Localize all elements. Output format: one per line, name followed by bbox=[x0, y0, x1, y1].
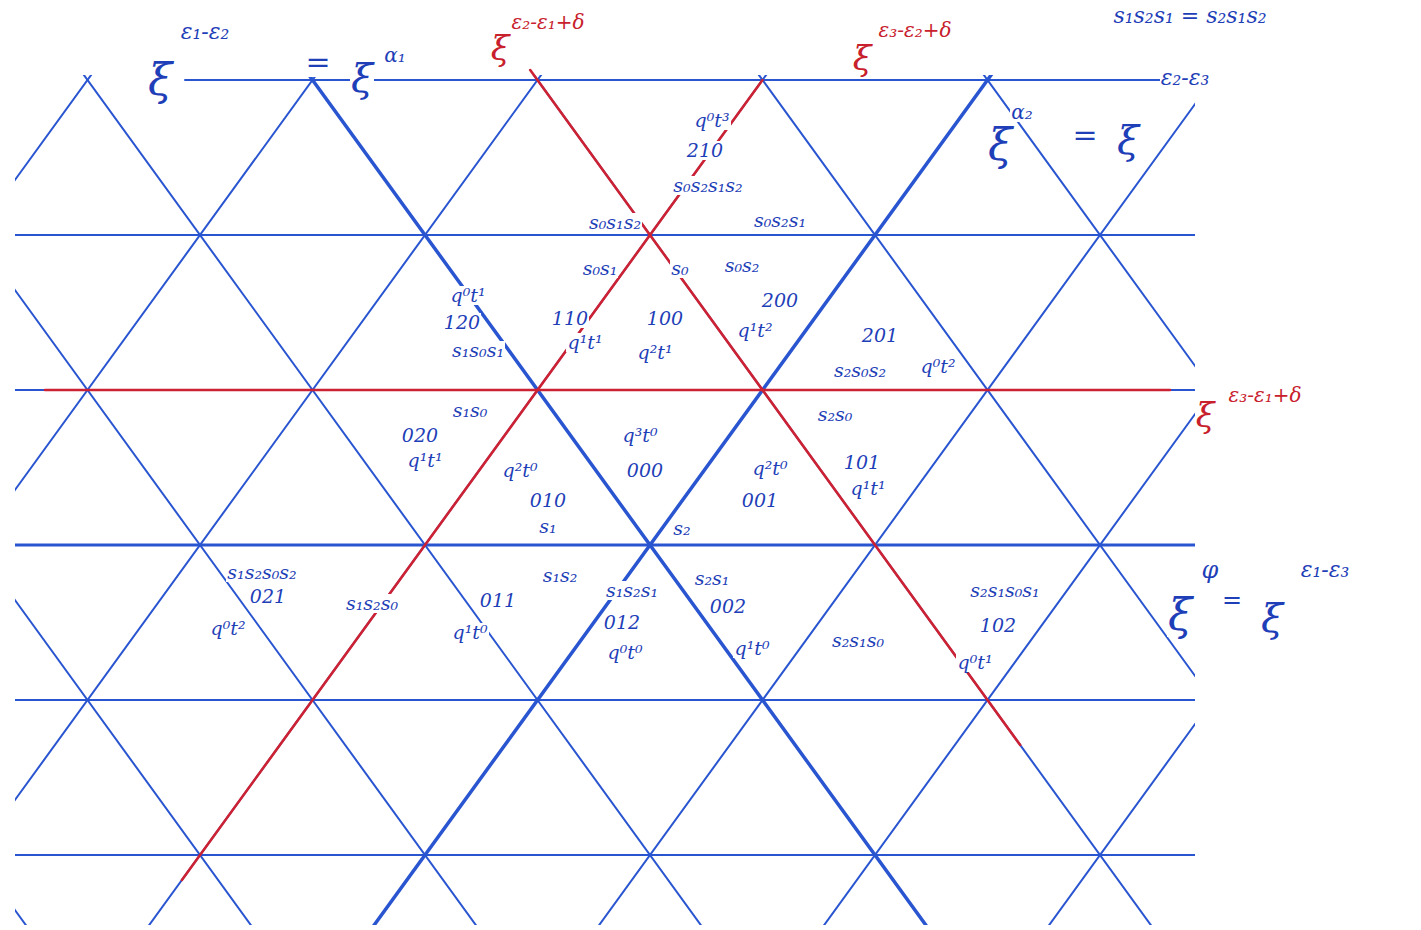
math-label: s₀s₂ bbox=[724, 256, 761, 275]
math-label: q¹t⁰ bbox=[451, 623, 488, 642]
math-label: ε₂-ε₁+δ bbox=[510, 12, 585, 32]
math-label: ε₃-ε₁+δ bbox=[1227, 385, 1302, 405]
math-label: s₁s₂s₀ bbox=[345, 594, 399, 613]
math-label: ξ bbox=[1260, 598, 1284, 638]
math-label: 102 bbox=[979, 616, 1017, 635]
math-label: 012 bbox=[603, 613, 641, 632]
math-label: s₀ bbox=[670, 259, 689, 278]
math-label: s₀s₂s₁s₂ bbox=[672, 176, 743, 195]
math-label: 120 bbox=[443, 313, 481, 332]
math-label: 011 bbox=[479, 591, 517, 610]
lattice-lines bbox=[15, 75, 1195, 925]
math-label: s₁s₀s₁ bbox=[451, 341, 505, 360]
math-label: = bbox=[1221, 588, 1243, 612]
math-label: q¹t² bbox=[736, 321, 773, 340]
math-label: q⁰t⁰ bbox=[606, 643, 643, 662]
math-label: 110 bbox=[551, 309, 589, 328]
math-label: s₂s₀ bbox=[817, 405, 854, 424]
math-label: s₁s₂ bbox=[542, 566, 579, 585]
math-label: q²t¹ bbox=[636, 343, 673, 362]
math-label: ξ bbox=[852, 41, 873, 75]
math-label: ε₁-ε₃ bbox=[1300, 559, 1351, 581]
math-label: ξ bbox=[1116, 120, 1140, 160]
math-label: s₂s₁ bbox=[694, 569, 731, 588]
math-label: 201 bbox=[861, 326, 899, 345]
math-label: s₀s₂s₁ bbox=[753, 211, 807, 230]
math-label: 002 bbox=[709, 597, 747, 616]
math-label: s₂s₀s₂ bbox=[833, 361, 887, 380]
math-label: 200 bbox=[761, 291, 799, 310]
math-label: q²t⁰ bbox=[751, 459, 788, 478]
math-label: ε₃-ε₂+δ bbox=[877, 20, 952, 40]
math-label: ε₂-ε₃ bbox=[1160, 67, 1211, 89]
math-label: q³t⁰ bbox=[621, 426, 658, 445]
math-label: φ bbox=[1201, 558, 1220, 582]
math-label: 100 bbox=[646, 309, 684, 328]
math-label: q²t⁰ bbox=[501, 461, 538, 480]
math-label: s₁s₂s₀s₂ bbox=[226, 563, 297, 582]
math-label: ξ bbox=[987, 123, 1013, 167]
math-label: s₁s₀ bbox=[452, 401, 489, 420]
math-label: q⁰t¹ bbox=[956, 653, 993, 672]
math-label: s₀s₁s₂ bbox=[588, 213, 642, 232]
math-label: q¹t¹ bbox=[849, 479, 886, 498]
math-label: ξ bbox=[1167, 593, 1193, 637]
math-label: ξ bbox=[1195, 398, 1216, 432]
math-label: s₂s₁s₀s₁ bbox=[969, 581, 1040, 600]
math-label: 001 bbox=[741, 491, 779, 510]
math-label: ε₁-ε₂ bbox=[180, 21, 231, 43]
math-label: s₂ bbox=[672, 519, 691, 538]
math-label: q⁰t³ bbox=[693, 111, 730, 130]
math-label: s₂s₁s₀ bbox=[831, 631, 885, 650]
math-label: s₁ bbox=[538, 517, 557, 536]
math-label: s₀s₁ bbox=[582, 259, 619, 278]
math-label: q¹t¹ bbox=[406, 451, 443, 470]
math-label: 010 bbox=[529, 491, 567, 510]
affine-walls bbox=[45, 70, 1170, 880]
math-label: ξ bbox=[350, 58, 374, 98]
math-label: s₁s₂s₁ = s₂s₁s₂ bbox=[1112, 5, 1267, 27]
math-label: 021 bbox=[249, 587, 287, 606]
math-label: q¹t¹ bbox=[566, 333, 603, 352]
math-label: = bbox=[1071, 120, 1098, 150]
math-label: q⁰t² bbox=[209, 619, 246, 638]
math-label: 020 bbox=[401, 426, 439, 445]
math-label: ξ bbox=[147, 58, 173, 102]
math-label: ξ bbox=[490, 31, 511, 65]
math-label: q⁰t² bbox=[919, 357, 956, 376]
math-label: 000 bbox=[626, 461, 664, 480]
math-label: 101 bbox=[843, 453, 881, 472]
math-label: 210 bbox=[686, 141, 724, 160]
math-label: q⁰t¹ bbox=[449, 286, 486, 305]
math-label: α₁ bbox=[383, 45, 407, 65]
math-label: q¹t⁰ bbox=[733, 639, 770, 658]
math-label: s₁s₂s₁ bbox=[605, 581, 659, 600]
math-label: α₂ bbox=[1010, 102, 1034, 122]
math-label: = bbox=[304, 47, 331, 77]
